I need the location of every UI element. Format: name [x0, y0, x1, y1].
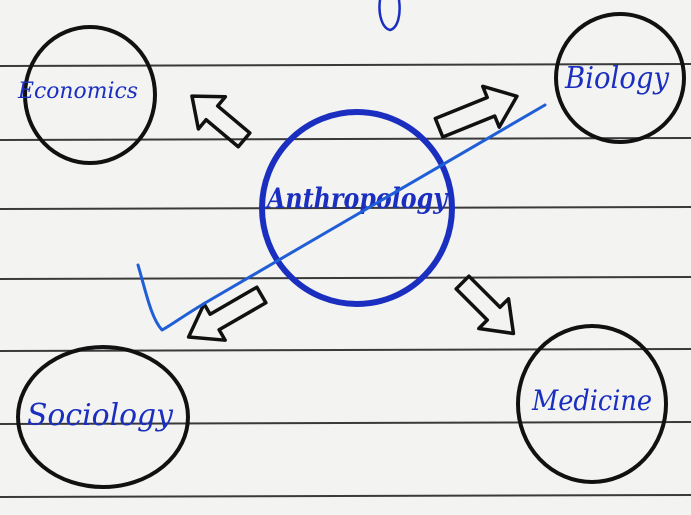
rule-line [0, 421, 691, 425]
biology-label: Biology [564, 61, 670, 96]
sociology-circle [16, 345, 190, 489]
center-label: Anthropology [264, 182, 448, 215]
pen-check-stroke [136, 103, 547, 332]
arrow-to-medicine [454, 274, 516, 336]
biology-circle [554, 12, 686, 144]
arrow-to-biology [433, 84, 519, 139]
sociology-label: Sociology [27, 398, 174, 433]
rule-line [0, 276, 691, 280]
rule-line [0, 206, 691, 210]
rule-line [0, 348, 691, 352]
arrow-to-sociology [186, 285, 268, 342]
rule-line [0, 137, 691, 141]
rule-line [0, 63, 691, 67]
medicine-label: Medicine [531, 384, 652, 417]
arrow-to-economics [190, 94, 252, 149]
rule-line [0, 494, 691, 498]
medicine-circle [516, 324, 668, 484]
economics-label: Economics [17, 79, 138, 104]
ruled-lines [0, 63, 691, 498]
pen-mark-top [378, 0, 401, 32]
anthropology-circle [259, 109, 455, 307]
economics-circle [23, 25, 157, 165]
